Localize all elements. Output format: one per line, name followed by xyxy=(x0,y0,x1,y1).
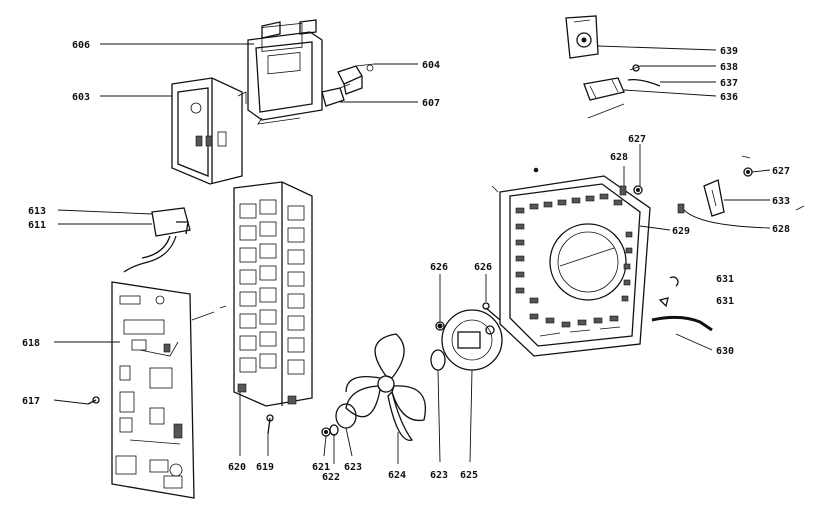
part-604-switch xyxy=(337,63,375,95)
part-631-clip-a xyxy=(669,276,679,287)
callout-620: 620 xyxy=(228,462,246,473)
callout-626-right: 626 xyxy=(474,262,492,273)
callout-labels: 606 603 604 607 639 638 637 636 627 628 … xyxy=(22,40,790,483)
callout-618: 618 xyxy=(22,338,40,349)
callout-638: 638 xyxy=(720,62,738,73)
callout-627-top: 627 xyxy=(628,134,646,145)
leader-stub xyxy=(587,103,625,119)
callout-624: 624 xyxy=(388,470,406,481)
callout-611: 611 xyxy=(28,220,46,231)
part-607-actuator xyxy=(321,83,351,107)
part-633-bracket xyxy=(703,179,725,217)
part-637-wire xyxy=(627,78,661,87)
part-622-washer xyxy=(329,424,339,436)
part-624-fan-blade xyxy=(345,333,426,441)
part-620-duct-frame xyxy=(233,181,313,407)
callout-623-left: 623 xyxy=(344,462,362,473)
callout-627-right: 627 xyxy=(772,166,790,177)
callout-623-right: 623 xyxy=(430,470,448,481)
part-603-panel-box xyxy=(171,77,247,185)
callout-619: 619 xyxy=(256,462,274,473)
part-623-washer-right xyxy=(430,349,446,371)
part-629-fan-shroud xyxy=(499,175,651,357)
callout-607: 607 xyxy=(422,98,440,109)
part-611-harness xyxy=(123,235,177,273)
callout-625: 625 xyxy=(460,470,478,481)
part-638-screw xyxy=(629,64,641,72)
callout-639: 639 xyxy=(720,46,738,57)
part-627-screw-right xyxy=(743,167,753,177)
part-617-screw xyxy=(87,396,100,405)
part-631-clip-b xyxy=(658,297,669,308)
callout-631-b: 631 xyxy=(716,296,734,307)
part-639-bracket xyxy=(565,15,599,59)
callout-637: 637 xyxy=(720,78,738,89)
part-628-spring-right xyxy=(677,203,685,214)
callout-604: 604 xyxy=(422,60,440,71)
dash-line-b xyxy=(491,185,499,193)
callout-636: 636 xyxy=(720,92,738,103)
callout-631-a: 631 xyxy=(716,274,734,285)
part-621-nut xyxy=(321,427,331,437)
part-625-fan-motor xyxy=(441,307,503,371)
callout-628-top: 628 xyxy=(610,152,628,163)
dash-line-a xyxy=(191,305,227,321)
part-626-nut-left xyxy=(435,321,445,331)
dot-a xyxy=(533,167,539,173)
part-619-screw xyxy=(266,414,274,435)
callout-603: 603 xyxy=(72,92,90,103)
leader-lines xyxy=(53,43,771,464)
part-627-screw-top xyxy=(633,185,643,195)
part-613-relay xyxy=(151,207,191,237)
part-628-spring-top xyxy=(619,185,627,196)
callout-621: 621 xyxy=(312,462,330,473)
callout-629: 629 xyxy=(672,226,690,237)
tick-mark xyxy=(741,155,751,159)
part-636-clip xyxy=(583,77,625,101)
callout-628-right: 628 xyxy=(772,224,790,235)
callout-617: 617 xyxy=(22,396,40,407)
part-606-bracket xyxy=(247,19,323,125)
part-626-nut-right xyxy=(482,302,490,310)
callout-606: 606 xyxy=(72,40,90,51)
part-618-circuit-board xyxy=(111,281,195,499)
part-630-cord xyxy=(651,315,713,332)
callout-633: 633 xyxy=(772,196,790,207)
callout-630: 630 xyxy=(716,346,734,357)
callout-626-left: 626 xyxy=(430,262,448,273)
callout-622: 622 xyxy=(322,472,340,483)
tick-mark-2 xyxy=(795,205,805,211)
callout-613: 613 xyxy=(28,206,46,217)
